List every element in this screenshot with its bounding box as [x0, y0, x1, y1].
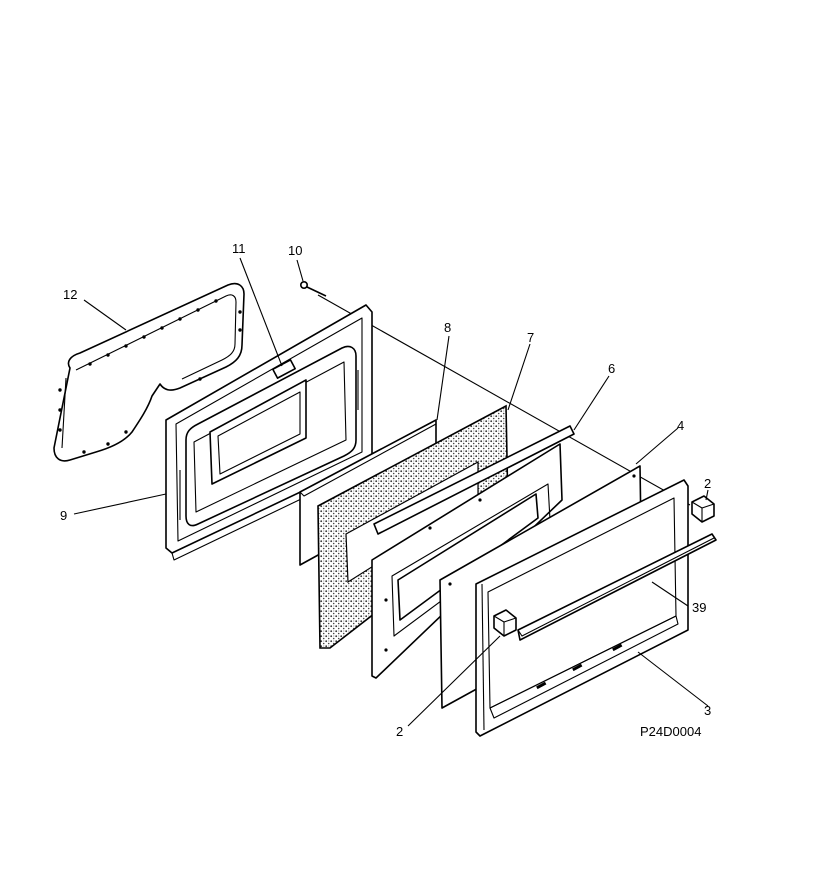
callout-12: 12 [63, 287, 77, 302]
handle-end-cap-right [691, 495, 715, 523]
door-handle [517, 533, 717, 641]
callout-6: 6 [608, 361, 615, 376]
callout-10: 10 [288, 243, 302, 258]
leader-lines [73, 257, 709, 727]
door-gasket [53, 282, 245, 462]
heat-shield-retainer [371, 425, 575, 679]
callout-3: 3 [704, 703, 711, 718]
callout-11: 11 [232, 241, 246, 256]
diagram-code: P24D0004 [640, 724, 701, 739]
callout-4: 4 [677, 418, 684, 433]
callout-39: 39 [692, 600, 706, 615]
callout-2-bottom: 2 [396, 724, 403, 739]
door-bolt [299, 280, 327, 297]
callout-7: 7 [527, 330, 534, 345]
callout-2-right: 2 [704, 476, 711, 491]
alignment-line [317, 294, 691, 506]
inner-door-panel [165, 304, 373, 561]
callout-8: 8 [444, 320, 451, 335]
callout-9: 9 [60, 508, 67, 523]
handle-end-cap-left [493, 609, 517, 637]
